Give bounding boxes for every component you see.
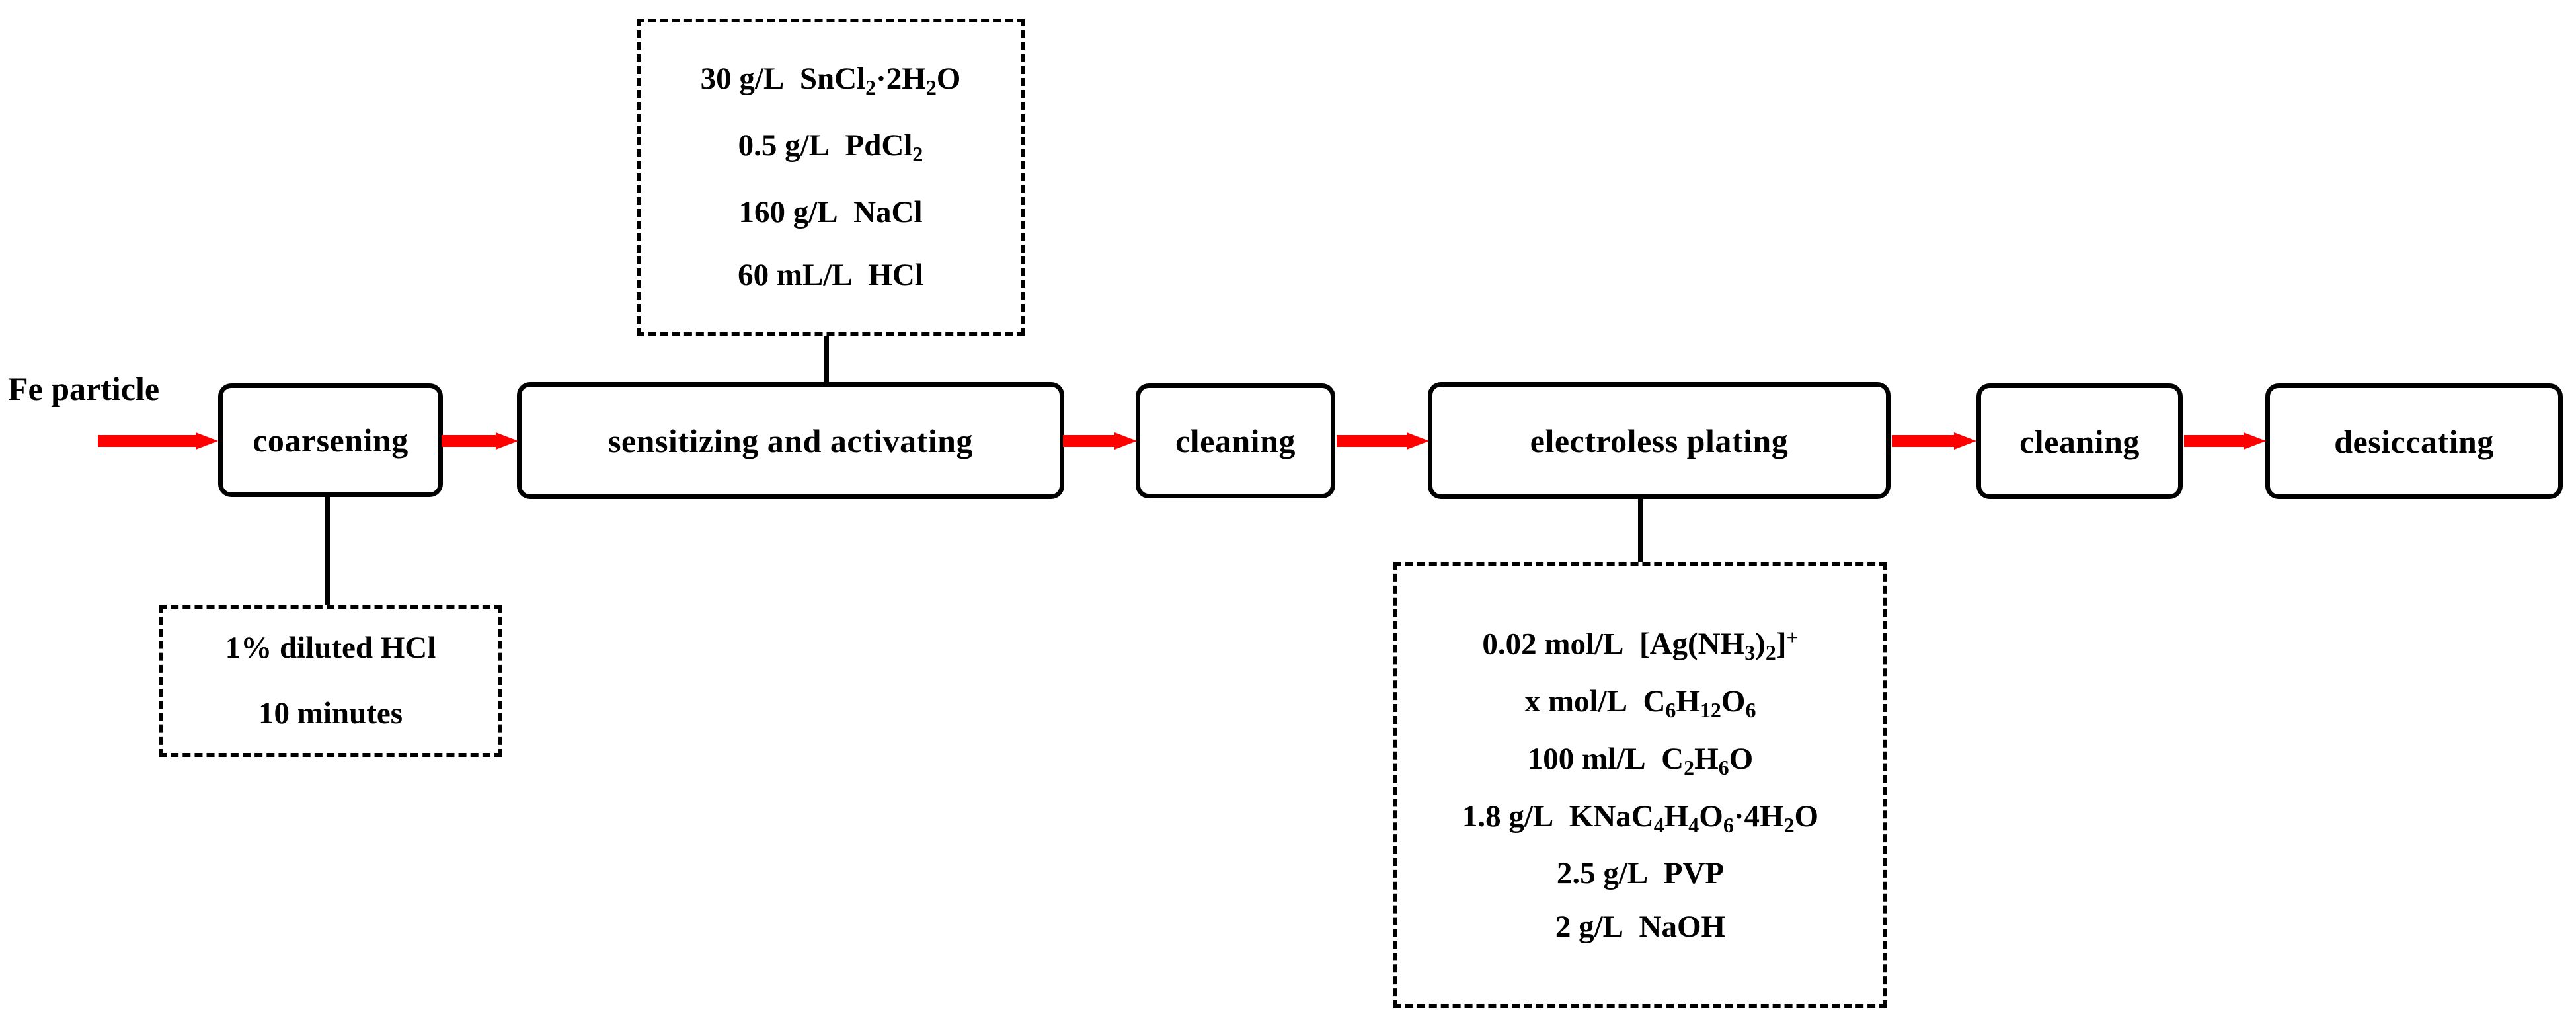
- bath-line: 2.5 g/L PVP: [1557, 858, 1724, 889]
- input-label: Fe particle: [8, 370, 160, 407]
- bath-chemical: PdCl2: [845, 128, 923, 166]
- bath-line: 60 mL/L HCl: [738, 257, 923, 292]
- arrow-shaft: [98, 435, 196, 447]
- arrow-head: [196, 432, 218, 450]
- bath-chemical: C6H12O6: [1643, 684, 1756, 722]
- bath-chemical: C2H6O: [1661, 741, 1754, 779]
- process-box-coarsening[interactable]: coarsening: [218, 383, 443, 497]
- bath-line: 2 g/L NaOH: [1555, 912, 1725, 943]
- bath-line: 160 g/L NaCl: [738, 194, 923, 229]
- connector-sensitizing-to-bath: [824, 331, 829, 390]
- bath-chemical: [Ag(NH3)2]+: [1639, 625, 1799, 664]
- arrow-head: [496, 432, 518, 450]
- arrow-shaft: [442, 435, 496, 447]
- bath-line: 100 ml/L C2H6O: [1527, 741, 1754, 779]
- bath-line: 1% diluted HCl: [225, 631, 436, 665]
- bath-line: 1.8 g/L KNaC4H4O6·4H2O: [1462, 801, 1818, 836]
- bath-chemical: SnCl2·2H2O: [799, 61, 961, 100]
- annotation-box-coarsening-bath: 1% diluted HCl 10 minutes: [159, 605, 502, 757]
- bath-line: 0.02 mol/L [Ag(NH3)2]+: [1482, 627, 1798, 664]
- process-label-electroless-plating: electroless plating: [1530, 422, 1789, 459]
- arrow-cleaning1-to-plating: [1337, 432, 1429, 450]
- annotation-box-sensitizing-bath: 30 g/L SnCl2·2H2O 0.5 g/L PdCl2 160 g/L …: [637, 19, 1025, 336]
- bath-amount: 60 mL/L: [738, 257, 853, 292]
- arrow-cleaning2-to-desiccating: [2184, 432, 2266, 450]
- process-label-sensitizing-activating: sensitizing and activating: [608, 422, 973, 459]
- bath-amount: 1.8 g/L: [1462, 799, 1554, 834]
- bath-chemical: NaOH: [1639, 910, 1726, 945]
- bath-line: 0.5 g/L PdCl2: [738, 130, 923, 165]
- arrow-head: [1407, 432, 1429, 450]
- process-label-desiccating: desiccating: [2334, 422, 2494, 460]
- bath-amount: 30 g/L: [700, 61, 785, 97]
- bath-amount: 100 ml/L: [1527, 741, 1646, 776]
- bath-amount: x mol/L: [1524, 684, 1627, 719]
- connector-coarsening-to-hcl-bath: [325, 492, 330, 608]
- process-box-cleaning-1[interactable]: cleaning: [1136, 383, 1335, 498]
- arrow-shaft: [2184, 435, 2244, 447]
- arrow-plating-to-cleaning2: [1892, 432, 1976, 450]
- bath-amount: 0.5 g/L: [738, 128, 830, 163]
- process-box-sensitizing-activating[interactable]: sensitizing and activating: [517, 382, 1064, 499]
- annotation-box-plating-bath: 0.02 mol/L [Ag(NH3)2]+ x mol/L C6H12O6 1…: [1393, 562, 1887, 1008]
- process-box-electroless-plating[interactable]: electroless plating: [1428, 382, 1891, 499]
- bath-line: 10 minutes: [258, 696, 403, 730]
- bath-amount: 2.5 g/L: [1556, 856, 1649, 891]
- arrow-head: [1114, 432, 1137, 450]
- bath-amount: 2 g/L: [1555, 910, 1624, 945]
- process-box-cleaning-2[interactable]: cleaning: [1976, 383, 2183, 499]
- process-label-coarsening: coarsening: [253, 422, 409, 459]
- arrow-sensitizing-to-cleaning1: [1063, 432, 1137, 450]
- arrow-head: [2244, 432, 2266, 450]
- process-label-cleaning-2: cleaning: [2019, 422, 2140, 460]
- arrow-head: [1954, 432, 1976, 450]
- bath-amount: 0.02 mol/L: [1482, 626, 1624, 661]
- process-box-desiccating[interactable]: desiccating: [2265, 383, 2563, 499]
- bath-chemical: KNaC4H4O6·4H2O: [1569, 799, 1819, 837]
- bath-line: 30 g/L SnCl2·2H2O: [701, 63, 961, 98]
- connector-plating-to-bath: [1638, 494, 1643, 566]
- bath-amount: 160 g/L: [738, 194, 838, 229]
- process-label-cleaning-1: cleaning: [1175, 422, 1296, 459]
- arrow-shaft: [1063, 435, 1114, 447]
- bath-chemical: HCl: [868, 257, 923, 292]
- arrow-input-to-coarsening: [98, 432, 218, 450]
- arrow-shaft: [1892, 435, 1954, 447]
- bath-chemical: NaCl: [853, 194, 923, 229]
- bath-chemical: PVP: [1663, 856, 1725, 891]
- arrow-coarsening-to-sensitizing: [442, 432, 518, 450]
- arrow-shaft: [1337, 435, 1407, 447]
- bath-line: x mol/L C6H12O6: [1524, 684, 1756, 722]
